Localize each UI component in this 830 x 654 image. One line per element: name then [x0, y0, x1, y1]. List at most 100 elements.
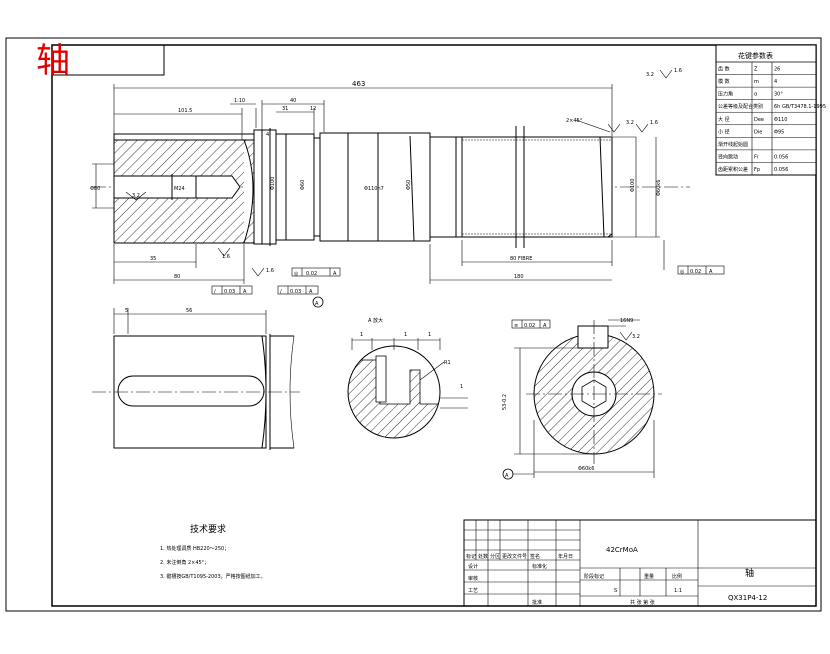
dim-dia-bearing: Φ110h7 [364, 186, 384, 192]
svg-text:≡: ≡ [514, 323, 518, 329]
param-value: Φ95 [774, 129, 784, 135]
param-name: 公差等级及配合类别 [718, 103, 763, 110]
material-label: 42CrMoA [606, 546, 638, 554]
svg-text:0.02: 0.02 [306, 271, 317, 277]
param-symbol: Z [754, 67, 758, 73]
param-symbol: Die [754, 129, 762, 135]
dim-body-dia: Φ80 [90, 186, 100, 192]
weight-label: 重量 [644, 573, 654, 580]
param-symbol: α [754, 92, 758, 98]
param-name: 径向跳动 [718, 153, 738, 160]
sheet-label: 共 张 第 张 [630, 599, 655, 606]
rough-val-5: 1.6 [674, 68, 682, 74]
rough-symbols-main [217, 69, 673, 277]
dim-spline-dia: Φ100 [630, 179, 636, 192]
rough-all-label: 3.2 [646, 72, 654, 78]
svg-text:1: 1 [404, 332, 407, 338]
param-value: 4 [774, 79, 777, 85]
svg-text:0.03: 0.03 [290, 289, 301, 295]
key-length-label: 56 [186, 308, 192, 314]
param-name: 压力角 [718, 91, 733, 98]
tech-item-2: 2. 未注倒角 2×45°； [160, 559, 209, 566]
label-zone: 分区 [490, 553, 500, 560]
section-view: 53-0.2 Φ60k6 16N9 3.2 ≡ 0.02 A A [502, 318, 662, 480]
rough-val-2: 1.6 [266, 268, 274, 274]
rough-symbol-hole [125, 191, 147, 201]
rough-val-4: 1.6 [650, 120, 658, 126]
svg-text:1: 1 [360, 332, 363, 338]
dim-thread-length: 80 FIBRE [510, 256, 532, 262]
svg-text:0.02: 0.02 [524, 323, 535, 329]
dim-center: Φ50 [406, 180, 412, 190]
rough-hole: 3.2 [132, 193, 140, 199]
svg-text:A: A [243, 289, 247, 295]
chamfer-label: 2×45° [566, 118, 583, 124]
svg-text:A: A [505, 473, 509, 479]
param-name: 大 径 [718, 116, 730, 123]
tech-title: 技术要求 [190, 523, 226, 535]
svg-text:0.02: 0.02 [690, 269, 701, 275]
label-count: 处数 [478, 553, 488, 560]
svg-text:A: A [543, 323, 547, 329]
main-view [92, 126, 690, 248]
param-symbol: m [754, 79, 759, 85]
title-stamp: 轴 [36, 41, 70, 81]
tolerance-frame-2: / 0.03 A [211, 285, 253, 295]
svg-text:1: 1 [460, 384, 463, 390]
rough-val-3: 3.2 [626, 120, 634, 126]
stage-label: 阶段标记 [584, 573, 604, 580]
outer-frame [5, 37, 822, 612]
dims-left [92, 163, 114, 209]
label-mark: 标记 [466, 553, 476, 560]
svg-text:A: A [709, 269, 713, 275]
param-value: 0.056 [774, 154, 788, 160]
tolerance-frame-4: ◎ 0.02 A [677, 265, 725, 275]
label-std: 标准化 [532, 563, 547, 570]
dim-end-dia: Φ60k6 [656, 180, 662, 196]
stage-value: S [614, 588, 617, 594]
label-sign: 签名 [530, 553, 540, 560]
svg-text:R1: R1 [444, 360, 451, 366]
key-offset-label: 5 [125, 308, 128, 314]
dim-bottom-2: 80 [174, 274, 180, 280]
drawing-number: QX31P4-12 [728, 594, 767, 602]
dim-bottom-1: 35 [150, 256, 156, 262]
spline-param-table: 花键参数表 [715, 44, 817, 176]
dim-left-length: 101.5 [178, 108, 192, 114]
detail-title: A 放大 [368, 317, 383, 324]
scale-label: 比例 [672, 573, 682, 580]
param-table-title: 花键参数表 [738, 51, 773, 60]
param-value: 0.056 [774, 167, 788, 173]
param-name: 渐开线起始圆 [718, 141, 748, 148]
part-name: 轴 [745, 567, 754, 579]
dim-stage-length: 31 [282, 106, 288, 112]
label-process: 工艺 [468, 588, 478, 594]
dims-bottom [113, 240, 613, 284]
scale-value: 1:1 [674, 588, 682, 594]
param-name: 模 数 [718, 78, 730, 85]
param-symbol: Fr [754, 154, 760, 160]
dim-groove-length: 12 [310, 106, 316, 112]
svg-text:/: / [214, 289, 216, 295]
svg-text:Φ60k6: Φ60k6 [578, 466, 594, 472]
dim-collar-length: 40 [290, 98, 296, 104]
param-symbol: Fp [754, 167, 760, 173]
tech-item-1: 1. 热处理调质 HB220～250； [160, 545, 229, 552]
datum-label-main: A [315, 301, 319, 307]
dim-hole-dia: M24 [174, 186, 185, 192]
label-date: 年月日 [558, 553, 573, 560]
dim-dia-stage1: Φ60 [300, 180, 306, 190]
svg-text:1: 1 [428, 332, 431, 338]
dim-dia-collar: Φ100 [270, 177, 276, 190]
detail-view: A 放大 1 1 1 R1 1 [347, 317, 468, 439]
param-value: 30° [774, 92, 783, 98]
dim-bottom-3: 180 [514, 274, 524, 280]
svg-text:53-0.2: 53-0.2 [502, 394, 508, 410]
dim-taper: 1:10 [234, 98, 245, 104]
key-view [92, 308, 300, 450]
dim-overall-length: 463 [352, 80, 365, 88]
svg-text:◎: ◎ [680, 269, 685, 275]
svg-text:0.03: 0.03 [224, 289, 235, 295]
label-change: 更改文件号 [502, 553, 527, 560]
